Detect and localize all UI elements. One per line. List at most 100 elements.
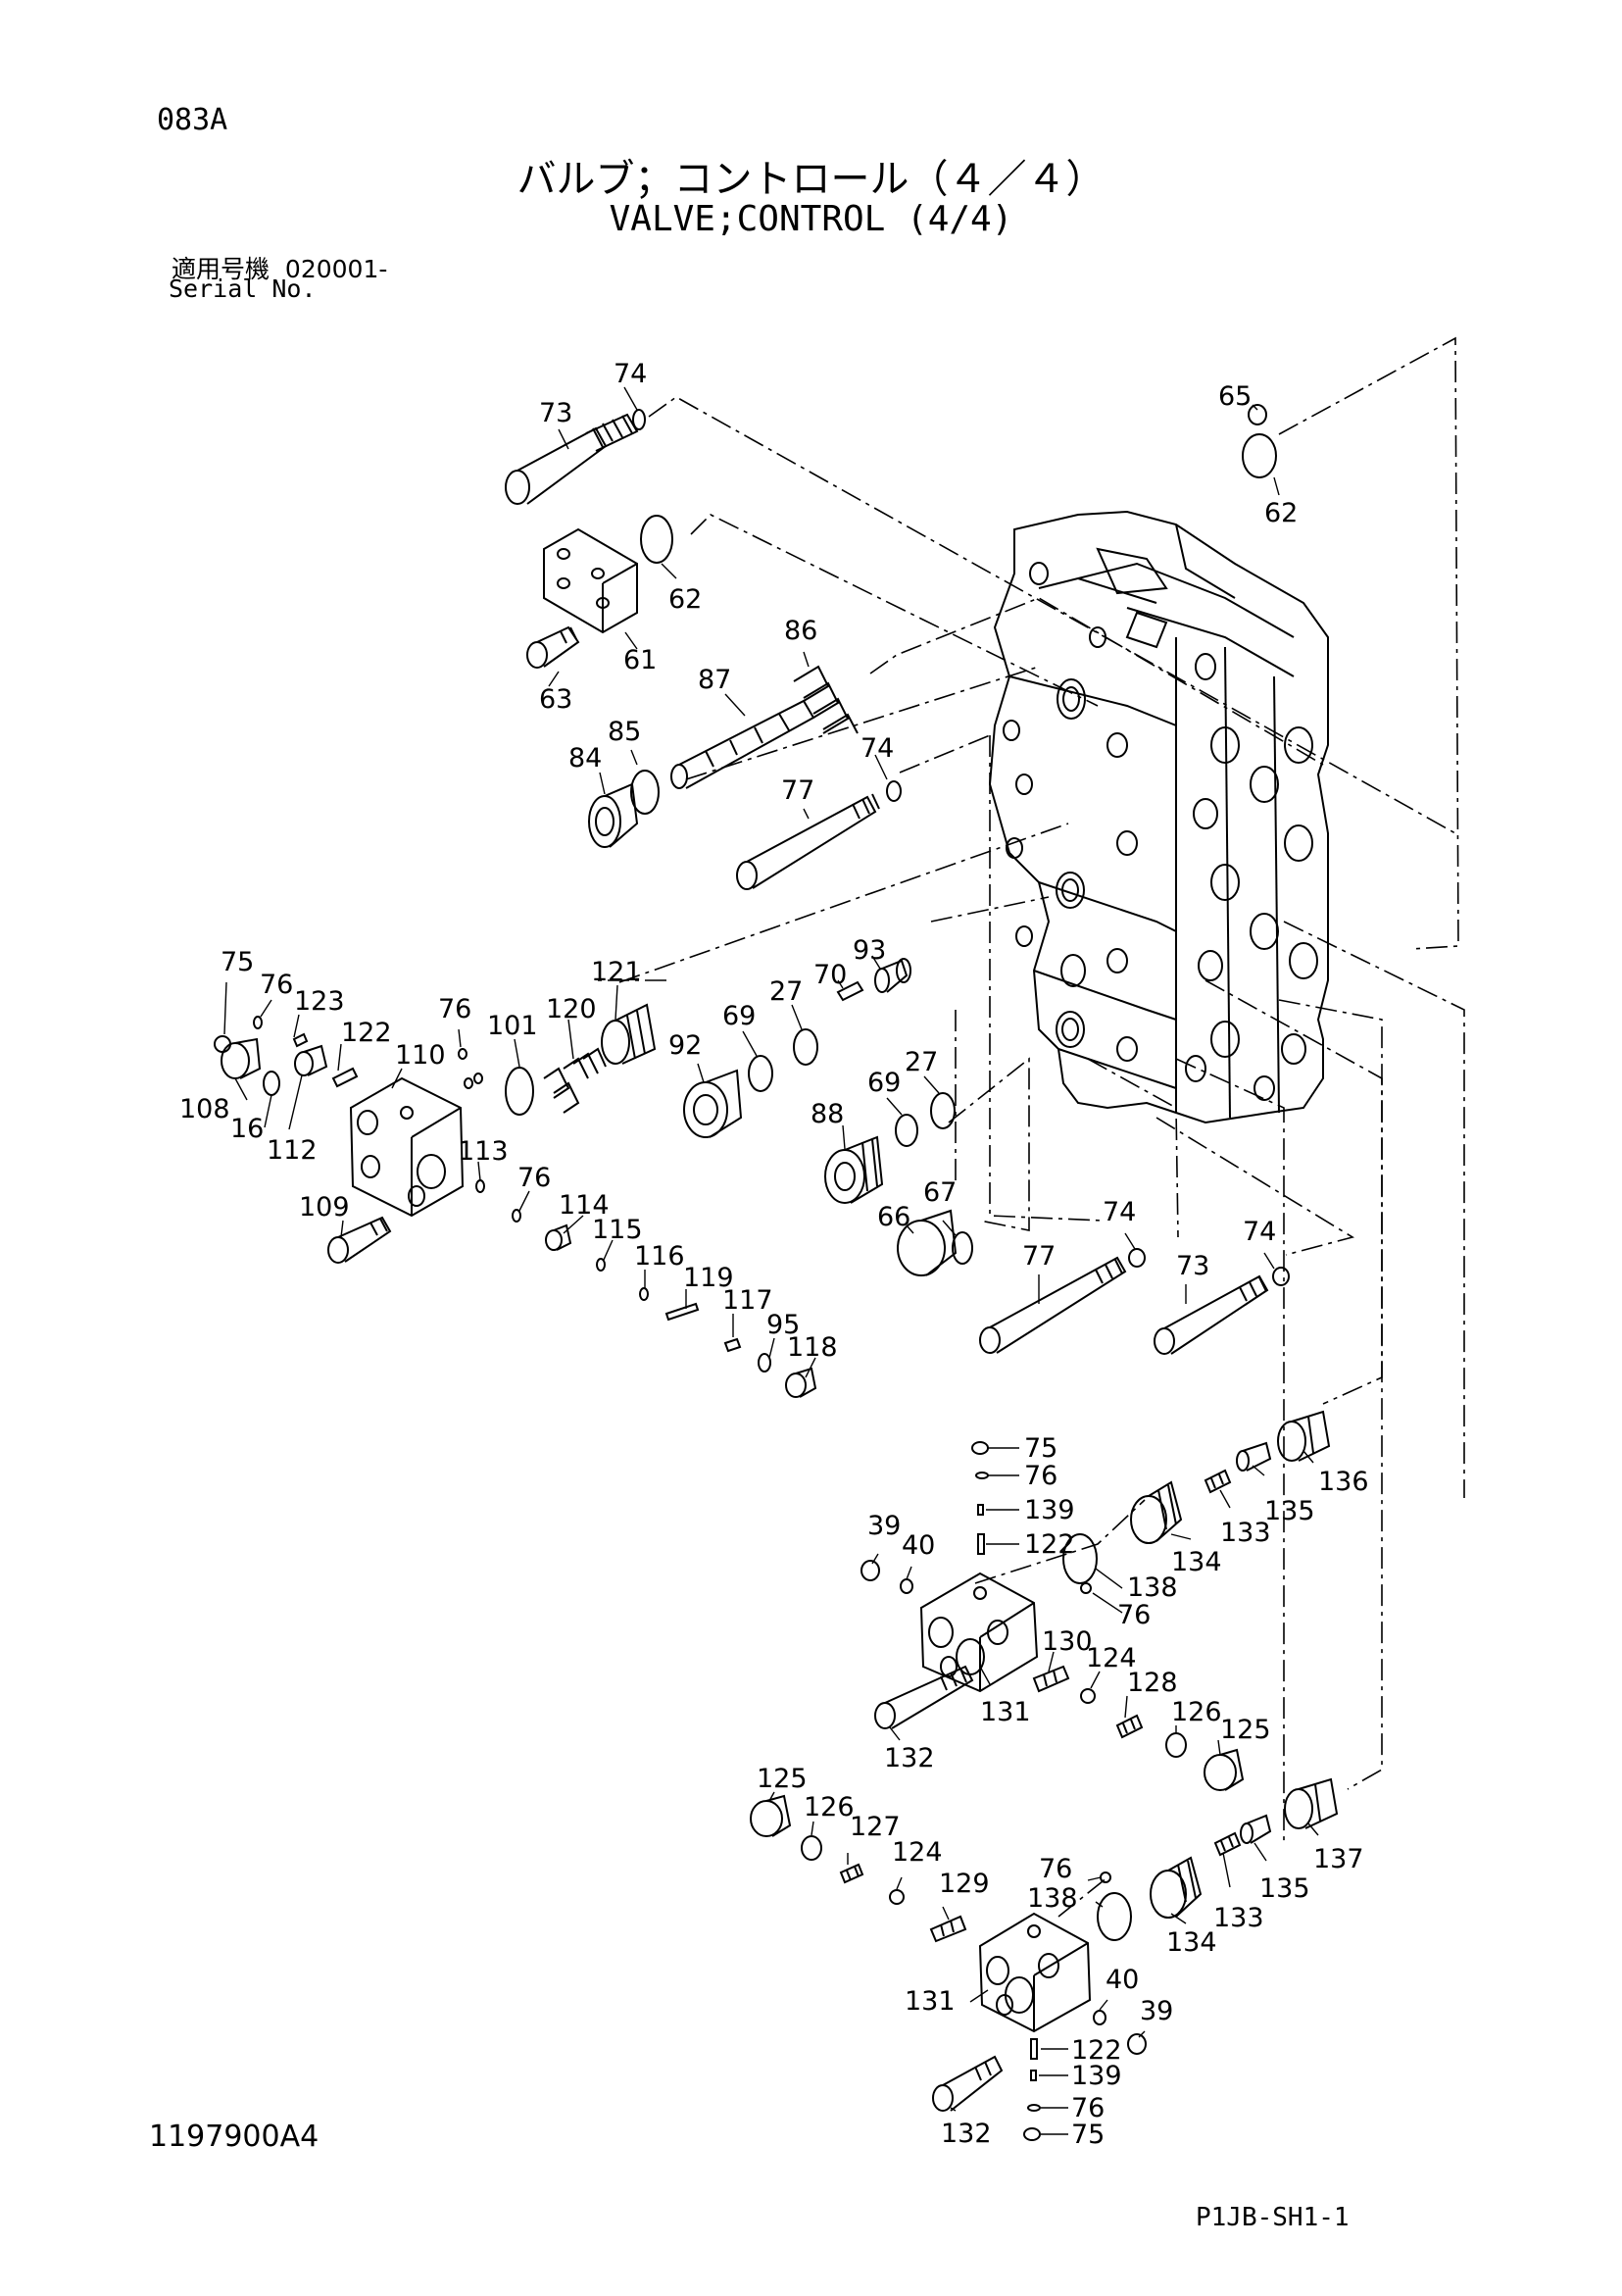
- pin-122-lower: [1030, 2038, 1038, 2060]
- callout: 135: [1264, 1496, 1315, 1526]
- callout: 86: [784, 616, 817, 646]
- plug-108: [221, 1037, 262, 1079]
- callout: 61: [623, 645, 657, 675]
- bolt-132-upper: [874, 1665, 974, 1729]
- o-ring-16: [263, 1071, 280, 1096]
- callout: 117: [722, 1285, 773, 1316]
- callout: 77: [781, 775, 814, 806]
- callout: 66: [877, 1202, 910, 1232]
- callout: 76: [1024, 1461, 1057, 1491]
- o-ring-74-mid: [886, 780, 902, 802]
- callout: 77: [1022, 1241, 1056, 1272]
- callout: 93: [853, 935, 886, 966]
- plug-114: [545, 1223, 572, 1251]
- callout: 76: [1039, 1854, 1072, 1884]
- callout: 76: [1117, 1600, 1151, 1630]
- callout: 118: [787, 1332, 838, 1363]
- o-ring-126-lower: [801, 1835, 822, 1861]
- callout: 76: [1071, 2093, 1105, 2123]
- callout: 120: [546, 994, 597, 1024]
- plug-39-lower: [1127, 2033, 1147, 2055]
- callout: 67: [923, 1177, 957, 1208]
- o-ring-85: [630, 770, 660, 815]
- spring-117: [723, 1337, 742, 1353]
- spring-70: [836, 980, 864, 1002]
- callout: 88: [811, 1099, 844, 1129]
- plug-118: [785, 1367, 817, 1398]
- spool-130: [1032, 1665, 1070, 1693]
- sleeve-121: [601, 1003, 657, 1065]
- plug-84: [588, 782, 639, 848]
- o-ring-76-a: [253, 1016, 263, 1029]
- plug-39-upper: [860, 1560, 880, 1581]
- o-ring-76-b: [512, 1209, 521, 1223]
- callout: 112: [267, 1135, 318, 1166]
- callout: 130: [1042, 1626, 1093, 1657]
- block-131-upper: [919, 1572, 1039, 1693]
- o-ring-76-lower: [1027, 2104, 1041, 2112]
- callout: 123: [294, 986, 345, 1017]
- callout: 76: [260, 970, 293, 1000]
- callout: 125: [757, 1764, 808, 1794]
- o-ring-62-right: [1242, 433, 1277, 478]
- bolt-73-top: [505, 413, 639, 505]
- callout: 110: [395, 1040, 446, 1071]
- spring-120: [543, 1047, 607, 1114]
- callout: 74: [860, 733, 894, 764]
- callout: 122: [1071, 2035, 1122, 2066]
- callout: 62: [1264, 498, 1298, 528]
- fitting-112: [294, 1044, 328, 1076]
- callout: 137: [1313, 1844, 1364, 1874]
- callout: 69: [722, 1001, 756, 1031]
- callout: 75: [1071, 2120, 1105, 2150]
- nut-75-lower: [1023, 2127, 1041, 2141]
- callout: 74: [614, 359, 647, 389]
- bolt-77-bottom: [979, 1256, 1127, 1354]
- sleeve-134-upper: [1130, 1480, 1183, 1544]
- block-131-lower: [978, 1912, 1092, 2033]
- callout: 27: [905, 1047, 938, 1077]
- o-ring-74-bottom-a: [1128, 1248, 1146, 1268]
- o-ring-62-left: [640, 515, 673, 564]
- callout: 116: [634, 1241, 685, 1272]
- pin-123: [292, 1032, 309, 1048]
- page-code: 083A: [157, 103, 228, 137]
- spool-129: [929, 1915, 967, 1943]
- callout: 40: [1106, 1965, 1139, 1995]
- o-ring-69-top: [748, 1055, 773, 1092]
- callout: 40: [902, 1530, 935, 1561]
- callout: 108: [179, 1094, 230, 1124]
- page-title-en: VALVE;CONTROL (4/4): [609, 199, 1013, 239]
- serial-label-en: Serial No.: [169, 275, 317, 303]
- small-rings-76: [458, 1048, 483, 1089]
- o-ring-115: [596, 1258, 606, 1272]
- callout: 85: [608, 717, 641, 747]
- nut-75-upper: [971, 1441, 989, 1455]
- callout: 138: [1127, 1572, 1178, 1603]
- callout: 101: [487, 1011, 538, 1041]
- bolt-77-top: [736, 793, 880, 890]
- callout: 132: [884, 1743, 935, 1773]
- callout: 126: [804, 1792, 855, 1822]
- o-ring-95: [758, 1353, 771, 1373]
- callout: 74: [1103, 1197, 1136, 1227]
- callout: 139: [1071, 2061, 1122, 2091]
- callout-labels: 74 73 65 62 62 61 63 86 87 85 84 74 77 7…: [179, 359, 1369, 2150]
- doc-number: 1197900A4: [149, 2120, 319, 2154]
- pin-139-upper: [977, 1504, 984, 1516]
- callout: 133: [1220, 1518, 1271, 1548]
- callout: 75: [1024, 1433, 1057, 1464]
- callout: 73: [1176, 1251, 1209, 1281]
- callout: 84: [568, 743, 602, 774]
- serial-label-jp: 適用号機 020001-: [172, 250, 387, 285]
- callout: 95: [766, 1310, 800, 1340]
- o-ring-40-lower: [1093, 2010, 1106, 2025]
- cap-110: [349, 1076, 465, 1218]
- callout: 124: [1086, 1643, 1137, 1673]
- o-ring-27-mid: [930, 1092, 956, 1129]
- o-ring-138-upper: [1062, 1533, 1098, 1584]
- o-ring-138-lower: [1097, 1892, 1132, 1941]
- callout: 62: [668, 584, 702, 615]
- callout: 70: [813, 960, 847, 990]
